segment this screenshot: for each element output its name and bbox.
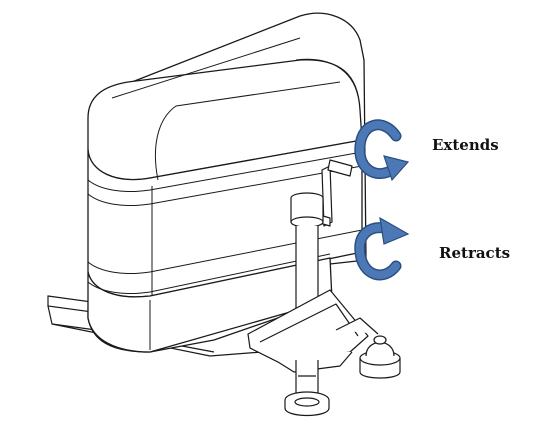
rotation-arrow-down-icon [354, 119, 410, 182]
extends-label: Extends [432, 136, 499, 154]
rotation-arrow-up-icon [354, 216, 410, 281]
coupler-ball [359, 335, 401, 379]
jack-post [289, 192, 327, 331]
cover-detail-lines [87, 37, 363, 350]
jack-foot [284, 360, 330, 417]
retracts-label: Retracts [439, 244, 511, 262]
mounting-bracket [247, 289, 379, 373]
